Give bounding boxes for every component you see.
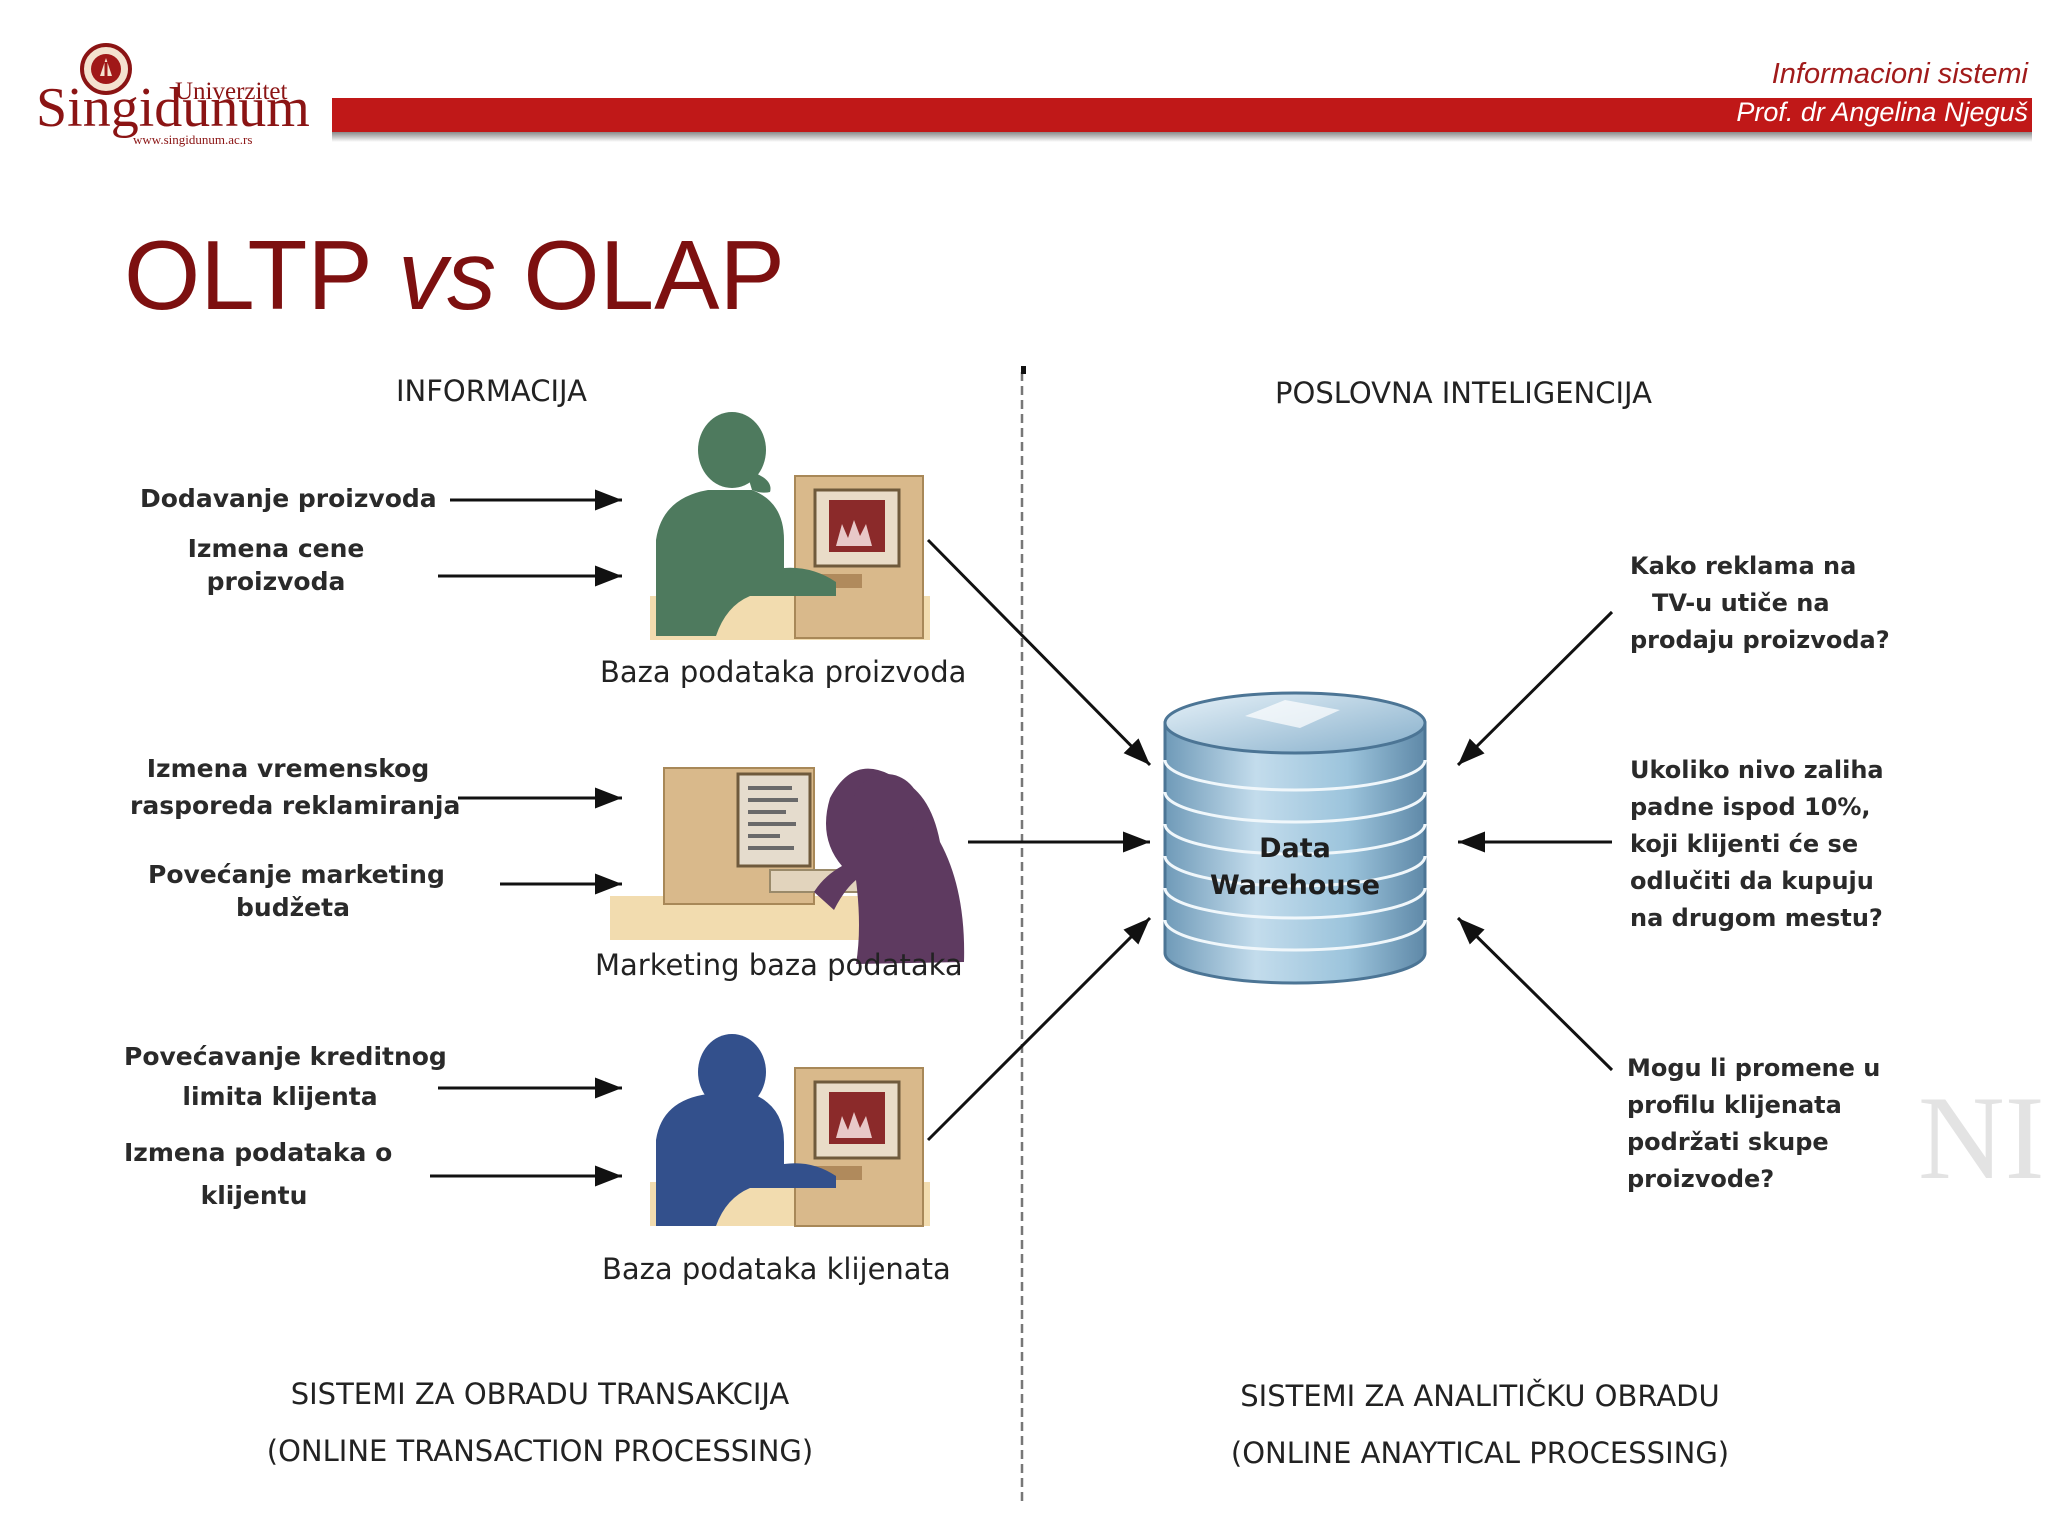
title-olap: OLAP [496,220,785,330]
db-to-warehouse-arrow-3 [926,916,1152,1142]
logo-name: Singidunum [36,77,310,139]
logo-university-word: Univerzitet [175,78,288,105]
watermark-letters: NI [1918,1071,2045,1204]
product-database-label: Baza podataka proizvoda [600,655,967,689]
question-arrow-3 [1456,916,1614,1072]
product-db-user-icon [650,412,930,640]
header-bar-shadow [332,132,2032,142]
title-vs: vs [398,220,497,330]
input-label-1: Dodavanje proizvoda [140,484,437,513]
university-logo [80,43,132,95]
header-bar [332,98,2032,132]
customer-db-user-icon [650,1034,930,1227]
question-3: Mogu li promene u profilu klijenata podr… [1627,1054,1881,1193]
right-heading: POSLOVNA INTELIGENCIJA [1275,376,1652,410]
footer-olap: SISTEMI ZA ANALITIČKU OBRADU(ONLINE ANAY… [1230,1379,1730,1470]
data-warehouse-cylinder-icon [1163,691,1427,985]
logo-url: www.singidunum.ac.rs [133,132,253,147]
marketing-database-label: Marketing baza podataka [595,948,963,982]
professor-name: Prof. dr Angelina Njeguš [1736,97,2028,127]
marketing-db-user-icon [610,767,965,964]
question-2: Ukoliko nivo zaliha padne ispod 10%, koj… [1630,756,1884,932]
customer-database-label: Baza podataka klijenata [602,1252,951,1286]
db-to-warehouse-arrow-1 [926,538,1152,767]
title-oltp: OLTP [124,220,399,330]
question-1: Kako reklama na TV-u utiče na prodaju pr… [1630,552,1890,654]
divider-marker [1021,366,1026,374]
course-name: Informacioni sistemi [1771,58,2028,90]
left-heading: INFORMACIJA [396,374,587,408]
footer-oltp: SISTEMI ZA OBRADU TRANSAKCIJA(ONLINE TRA… [266,1377,814,1468]
question-arrow-1 [1456,610,1614,767]
logo-emblem-icon [80,43,132,95]
slide-title: OLTP vs OLAP [124,220,785,330]
